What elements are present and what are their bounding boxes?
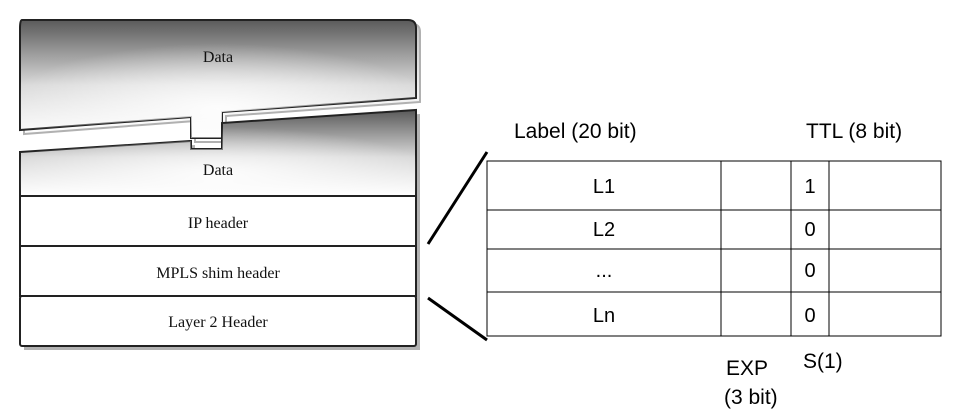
zoom-line-top xyxy=(426,151,489,245)
top-data-label: Data xyxy=(203,49,233,66)
table-row: ... 0 xyxy=(596,260,816,282)
label-cell: ... xyxy=(596,260,613,282)
exp-field-caption: EXP xyxy=(726,357,768,380)
label-cell: L2 xyxy=(593,219,615,241)
label-stack-table xyxy=(486,160,942,337)
s-bit-cell: 1 xyxy=(804,176,815,198)
bottom-data-label: Data xyxy=(203,162,233,179)
s-bit-cell: 0 xyxy=(804,260,815,282)
layer2-header-label: Layer 2 Header xyxy=(168,314,268,331)
ip-header-layer xyxy=(19,195,417,247)
table-row: L2 0 xyxy=(593,219,816,241)
packet-stack: Data Data IP header MPLS shim header Lay… xyxy=(19,19,421,350)
table-row: Ln 0 xyxy=(593,305,816,327)
mpls-shim-header-layer xyxy=(19,245,417,297)
layer2-header-layer xyxy=(19,295,417,347)
table-row: L1 1 xyxy=(593,176,816,198)
ip-header-label: IP header xyxy=(188,215,249,232)
label-cell: L1 xyxy=(593,176,615,198)
exp-field-caption-bits: (3 bit) xyxy=(724,386,778,409)
s-bit-cell: 0 xyxy=(804,219,815,241)
s-field-caption: S(1) xyxy=(803,350,843,373)
label-cell: Ln xyxy=(593,305,615,327)
ttl-field-caption: TTL (8 bit) xyxy=(806,120,902,143)
label-field-caption: Label (20 bit) xyxy=(514,120,637,143)
zoom-line-bottom xyxy=(427,296,488,342)
mpls-shim-header-label: MPLS shim header xyxy=(156,265,280,282)
s-bit-cell: 0 xyxy=(804,305,815,327)
